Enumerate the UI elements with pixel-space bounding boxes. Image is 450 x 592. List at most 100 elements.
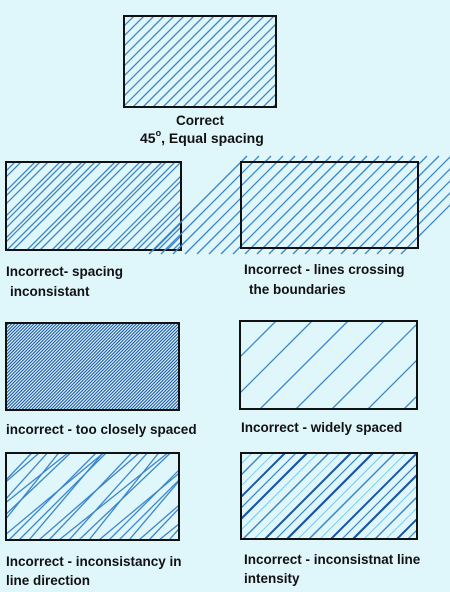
hatch-line bbox=[241, 453, 242, 455]
hatch-line bbox=[120, 350, 179, 410]
hatch-line bbox=[97, 328, 179, 410]
hatch-line bbox=[162, 16, 255, 107]
hatch-line bbox=[56, 162, 146, 250]
hatch-line bbox=[142, 16, 235, 107]
hatch-line bbox=[388, 192, 450, 255]
wide-box bbox=[239, 320, 418, 410]
hatch-line bbox=[160, 155, 260, 255]
hatch-line bbox=[124, 16, 145, 37]
hatch-line bbox=[59, 323, 148, 410]
hatch-line bbox=[107, 338, 179, 410]
hatch-line bbox=[39, 162, 129, 250]
hatch-line bbox=[8, 323, 96, 410]
hatch-line bbox=[43, 323, 132, 410]
hatch-line bbox=[297, 453, 385, 539]
hatch-line bbox=[6, 323, 32, 350]
hatch-line bbox=[6, 453, 33, 481]
hatch-line bbox=[331, 323, 417, 409]
hatch-line bbox=[111, 180, 181, 250]
hatch-line bbox=[6, 323, 87, 404]
hatch-line bbox=[172, 155, 272, 255]
hatch-line bbox=[73, 162, 163, 250]
hatch-line bbox=[157, 226, 181, 250]
crossing-box bbox=[240, 161, 419, 249]
hatch-line bbox=[182, 16, 275, 107]
hatch-line bbox=[252, 83, 276, 107]
hatch-line bbox=[6, 323, 64, 382]
hatch-line bbox=[6, 323, 71, 388]
hatch-line bbox=[12, 162, 102, 250]
hatch-line bbox=[208, 155, 308, 255]
hatch-line bbox=[6, 162, 96, 250]
hatch-line bbox=[272, 103, 276, 107]
hatch-line bbox=[98, 472, 179, 540]
hatch-line bbox=[253, 453, 341, 539]
hatch-line bbox=[244, 155, 344, 255]
hatch-line bbox=[158, 523, 179, 540]
close-label: incorrect - too closely spaced bbox=[6, 422, 197, 437]
hatch-line bbox=[286, 453, 374, 539]
hatch-line bbox=[240, 321, 313, 394]
hatch-line bbox=[242, 73, 276, 107]
hatch-line bbox=[6, 453, 104, 536]
hatch-line bbox=[6, 323, 29, 347]
hatch-line bbox=[367, 359, 417, 409]
hatch-line bbox=[124, 16, 155, 47]
spacing-label-line1: Incorrect- spacing bbox=[6, 264, 124, 279]
hatch-line bbox=[149, 379, 179, 410]
correct-sublabel: 45o, Equal spacing bbox=[140, 128, 264, 149]
hatch-line bbox=[124, 16, 175, 67]
hatch-line bbox=[56, 323, 144, 410]
hatch-line bbox=[77, 162, 167, 250]
hatch-line bbox=[6, 323, 80, 398]
hatch-line bbox=[363, 485, 417, 539]
hatch-line bbox=[212, 43, 276, 107]
hatch-line bbox=[14, 323, 103, 410]
hatch-line bbox=[123, 354, 179, 410]
hatch-line bbox=[104, 334, 179, 410]
direction-label-line1: Incorrect - inconsistancy in bbox=[6, 554, 182, 569]
hatch-line bbox=[220, 155, 320, 255]
hatch-line bbox=[6, 162, 73, 229]
spacing-box bbox=[5, 161, 182, 251]
hatch-line bbox=[69, 323, 157, 410]
hatch-line bbox=[17, 323, 106, 410]
hatch-line bbox=[21, 323, 109, 410]
hatch-line bbox=[259, 321, 349, 409]
hatch-line bbox=[46, 323, 135, 410]
hatch-line bbox=[30, 323, 119, 410]
hatch-line bbox=[153, 222, 181, 250]
hatch-line bbox=[65, 323, 154, 410]
hatch-line bbox=[172, 16, 265, 107]
hatch-line bbox=[152, 16, 245, 107]
hatch-line bbox=[86, 162, 176, 250]
hatch-line bbox=[148, 507, 179, 540]
hatch-line bbox=[132, 16, 225, 107]
hatch-line bbox=[145, 376, 179, 410]
hatch-line bbox=[6, 323, 52, 369]
hatch-line bbox=[174, 405, 179, 410]
hatch-line bbox=[241, 453, 297, 509]
hatch-line bbox=[330, 453, 417, 539]
hatch-line bbox=[292, 155, 392, 255]
hatch-line bbox=[18, 453, 107, 540]
hatch-line bbox=[168, 527, 179, 540]
hatch-line bbox=[295, 321, 385, 409]
hatch-line bbox=[136, 366, 179, 410]
spacing-hatch bbox=[6, 162, 181, 250]
hatch-line bbox=[241, 453, 308, 521]
hatch-line bbox=[142, 373, 179, 410]
hatch-line bbox=[6, 453, 71, 516]
hatch-line bbox=[177, 408, 179, 410]
hatch-line bbox=[49, 323, 138, 410]
hatch-line bbox=[131, 200, 181, 250]
hatch-line bbox=[38, 453, 140, 540]
intensity-hatch bbox=[241, 453, 417, 539]
hatch-line bbox=[241, 453, 275, 487]
hatch-line bbox=[364, 168, 450, 255]
hatch-line bbox=[172, 241, 181, 250]
hatch-line bbox=[178, 539, 179, 540]
hatch-line bbox=[110, 341, 179, 410]
degree-symbol: o bbox=[155, 128, 162, 138]
hatch-line bbox=[341, 463, 417, 539]
